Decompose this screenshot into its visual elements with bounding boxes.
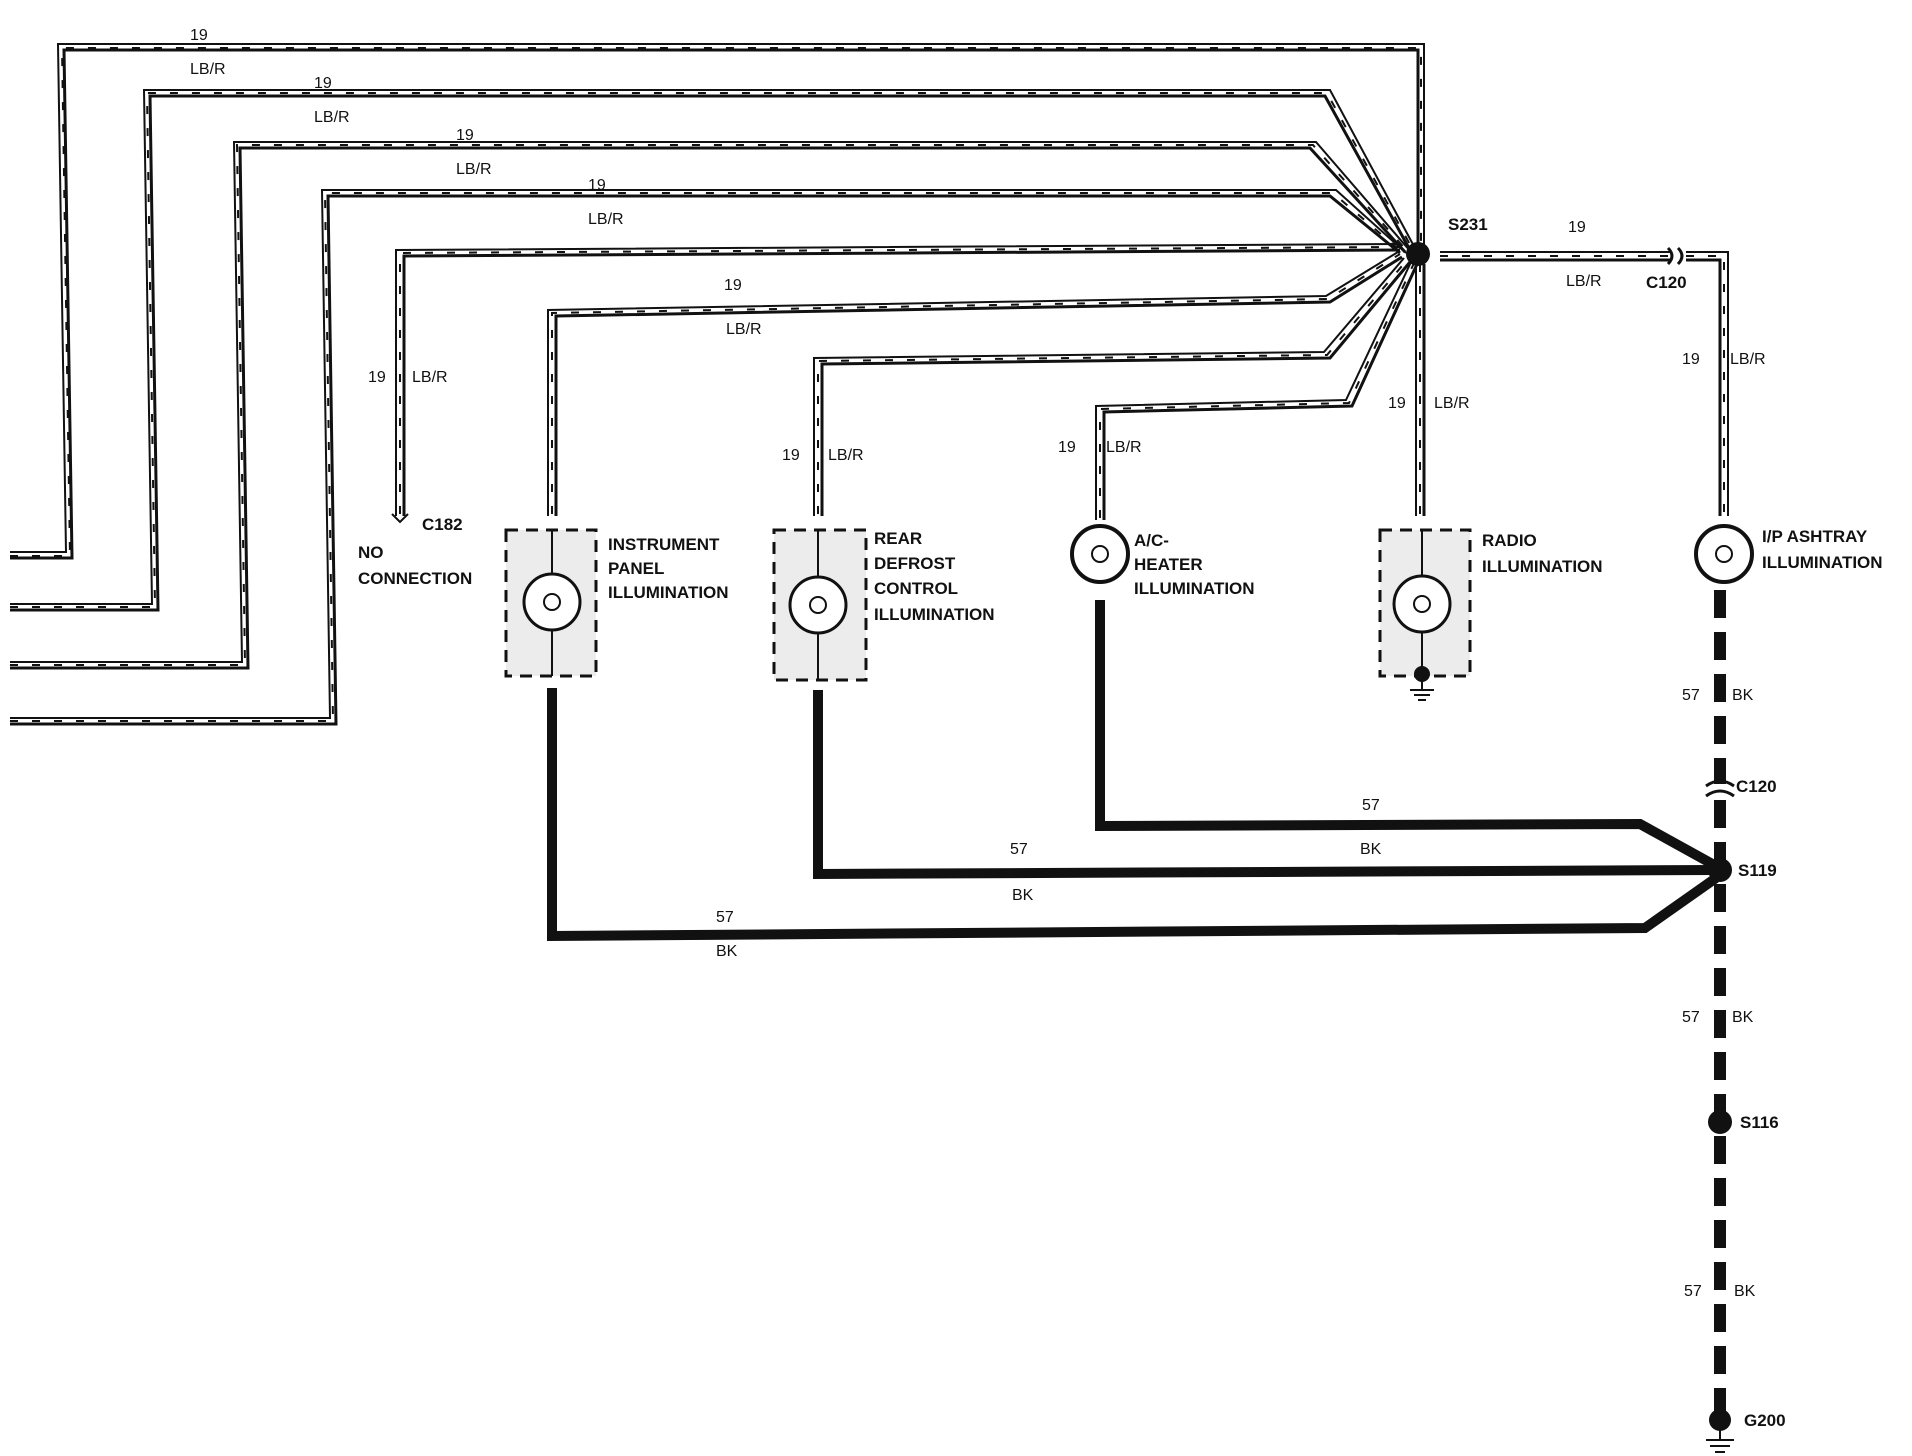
splice-s119-dot xyxy=(1708,858,1732,882)
wire-label-color: LB/R xyxy=(190,61,226,78)
wire-label-circuit: 57 xyxy=(1682,687,1700,704)
wire-label-color: LB/R xyxy=(588,211,624,228)
wire-label-circuit: 57 xyxy=(1362,797,1380,814)
ashtray-label: I/P ASHTRAY ILLUMINATION xyxy=(1762,527,1883,572)
splice-s116-dot xyxy=(1708,1110,1732,1134)
ashtray-bulb-group xyxy=(1694,524,1754,584)
svg-text:RADIO: RADIO xyxy=(1482,531,1537,550)
svg-text:I/P ASHTRAY: I/P ASHTRAY xyxy=(1762,527,1868,546)
rear-defrost-box xyxy=(772,528,868,682)
no-connection-label-line1: NO xyxy=(358,543,384,562)
wire-label-color: BK xyxy=(1732,687,1754,704)
radio-box xyxy=(1378,528,1472,701)
wire-label-color: LB/R xyxy=(314,109,350,126)
wire-label-color: BK xyxy=(1734,1283,1756,1300)
ac-heater-bulb xyxy=(1070,524,1130,584)
lbr-wire-2 xyxy=(10,89,1417,612)
splice-s231-label: S231 xyxy=(1448,215,1488,234)
ground-g200-icon xyxy=(1706,1430,1734,1453)
connector-c120-bottom-label: C120 xyxy=(1736,777,1777,796)
splice-s119-label: S119 xyxy=(1738,861,1777,880)
rear-defrost-bulb xyxy=(788,575,848,635)
bk-wire-defrost xyxy=(813,690,1717,880)
wire-label-color: LB/R xyxy=(726,321,762,338)
wire-label-color: BK xyxy=(716,943,738,960)
wire-label-circuit: 57 xyxy=(1684,1283,1702,1300)
wire-label-color: BK xyxy=(1012,887,1034,904)
svg-text:ILLUMINATION: ILLUMINATION xyxy=(1762,553,1883,572)
lbr-wire-4 xyxy=(10,189,1407,726)
wire-label-circuit: 19 xyxy=(314,75,332,92)
rear-defrost-label: REAR DEFROST CONTROL ILLUMINATION xyxy=(874,529,995,624)
lbr-wire-ashtray xyxy=(1440,251,1729,516)
lbr-labels: 19 LB/R 19 LB/R 19 LB/R 19 LB/R 19 LB/R … xyxy=(190,27,1766,464)
wire-label-circuit: 19 xyxy=(456,127,474,144)
connector-c120-bottom-glyph xyxy=(1705,779,1735,798)
instrument-panel-label: INSTRUMENT PANEL ILLUMINATION xyxy=(608,535,729,602)
wire-label-circuit: 19 xyxy=(588,177,606,194)
lbr-wire-defrost xyxy=(813,257,1412,516)
svg-text:REAR: REAR xyxy=(874,529,922,548)
splice-s116-label: S116 xyxy=(1740,1113,1779,1132)
no-connection-label-line2: CONNECTION xyxy=(358,569,472,588)
wire-label-color: LB/R xyxy=(1566,273,1602,290)
svg-text:ILLUMINATION: ILLUMINATION xyxy=(608,583,729,602)
wire-label-color: LB/R xyxy=(1106,439,1142,456)
lbr-wire-3 xyxy=(10,141,1412,670)
ac-heater-label: A/C- HEATER ILLUMINATION xyxy=(1134,531,1255,598)
connector-c120-top-label: C120 xyxy=(1646,273,1687,292)
svg-text:ILLUMINATION: ILLUMINATION xyxy=(1134,579,1255,598)
wire-label-color: BK xyxy=(1732,1009,1754,1026)
svg-text:ILLUMINATION: ILLUMINATION xyxy=(1482,557,1603,576)
svg-text:INSTRUMENT: INSTRUMENT xyxy=(608,535,720,554)
wire-label-circuit: 19 xyxy=(724,277,742,294)
lbr-wire-c182 xyxy=(391,243,1401,524)
svg-text:HEATER: HEATER xyxy=(1134,555,1203,574)
wire-label-circuit: 19 xyxy=(1682,351,1700,368)
lbr-wire-ac xyxy=(1095,259,1420,520)
lbr-wire-1 xyxy=(10,43,1425,560)
bk-labels: 57 BK 57 BK 57 BK 57 BK 57 BK 57 BK xyxy=(716,687,1756,1300)
svg-text:PANEL: PANEL xyxy=(608,559,664,578)
splice-s231-dot xyxy=(1406,242,1430,266)
wire-label-circuit: 19 xyxy=(1388,395,1406,412)
bk-wire-ac xyxy=(1095,600,1719,871)
wire-label-circuit: 19 xyxy=(368,369,386,386)
radio-label: RADIO ILLUMINATION xyxy=(1482,531,1603,576)
wire-label-circuit: 57 xyxy=(716,909,734,926)
instrument-panel-box xyxy=(504,528,598,678)
lbr-wires xyxy=(10,43,1729,726)
radio-bulb xyxy=(1392,574,1452,634)
wire-label-color: LB/R xyxy=(828,447,864,464)
wire-label-circuit: 19 xyxy=(782,447,800,464)
connector-c120-top-glyph xyxy=(1666,246,1684,266)
wire-label-color: BK xyxy=(1360,841,1382,858)
svg-text:A/C-: A/C- xyxy=(1134,531,1169,550)
wire-label-color: LB/R xyxy=(456,161,492,178)
svg-text:DEFROST: DEFROST xyxy=(874,554,956,573)
lbr-wire-instrument xyxy=(547,251,1403,516)
wire-label-color: LB/R xyxy=(412,369,448,386)
bk-wire-instrument xyxy=(547,688,1719,942)
wire-label-circuit: 19 xyxy=(1058,439,1076,456)
connector-c182-label: C182 xyxy=(422,515,463,534)
wire-label-circuit: 19 xyxy=(190,27,208,44)
ashtray-bulb xyxy=(1694,524,1754,584)
svg-text:CONTROL: CONTROL xyxy=(874,579,958,598)
wire-label-circuit: 57 xyxy=(1682,1009,1700,1026)
instrument-panel-bulb xyxy=(522,572,582,632)
wire-label-circuit: 19 xyxy=(1568,219,1586,236)
wire-label-color: LB/R xyxy=(1730,351,1766,368)
radio-ground-icon xyxy=(1410,680,1434,701)
wire-label-color: LB/R xyxy=(1434,395,1470,412)
lbr-wire-radio xyxy=(1415,264,1426,516)
svg-text:ILLUMINATION: ILLUMINATION xyxy=(874,605,995,624)
ground-g200-label: G200 xyxy=(1744,1411,1786,1430)
bk-wires xyxy=(547,600,1719,942)
ac-heater-bulb-group xyxy=(1070,524,1130,584)
wire-label-circuit: 57 xyxy=(1010,841,1028,858)
ground-g200-dot xyxy=(1709,1409,1731,1431)
